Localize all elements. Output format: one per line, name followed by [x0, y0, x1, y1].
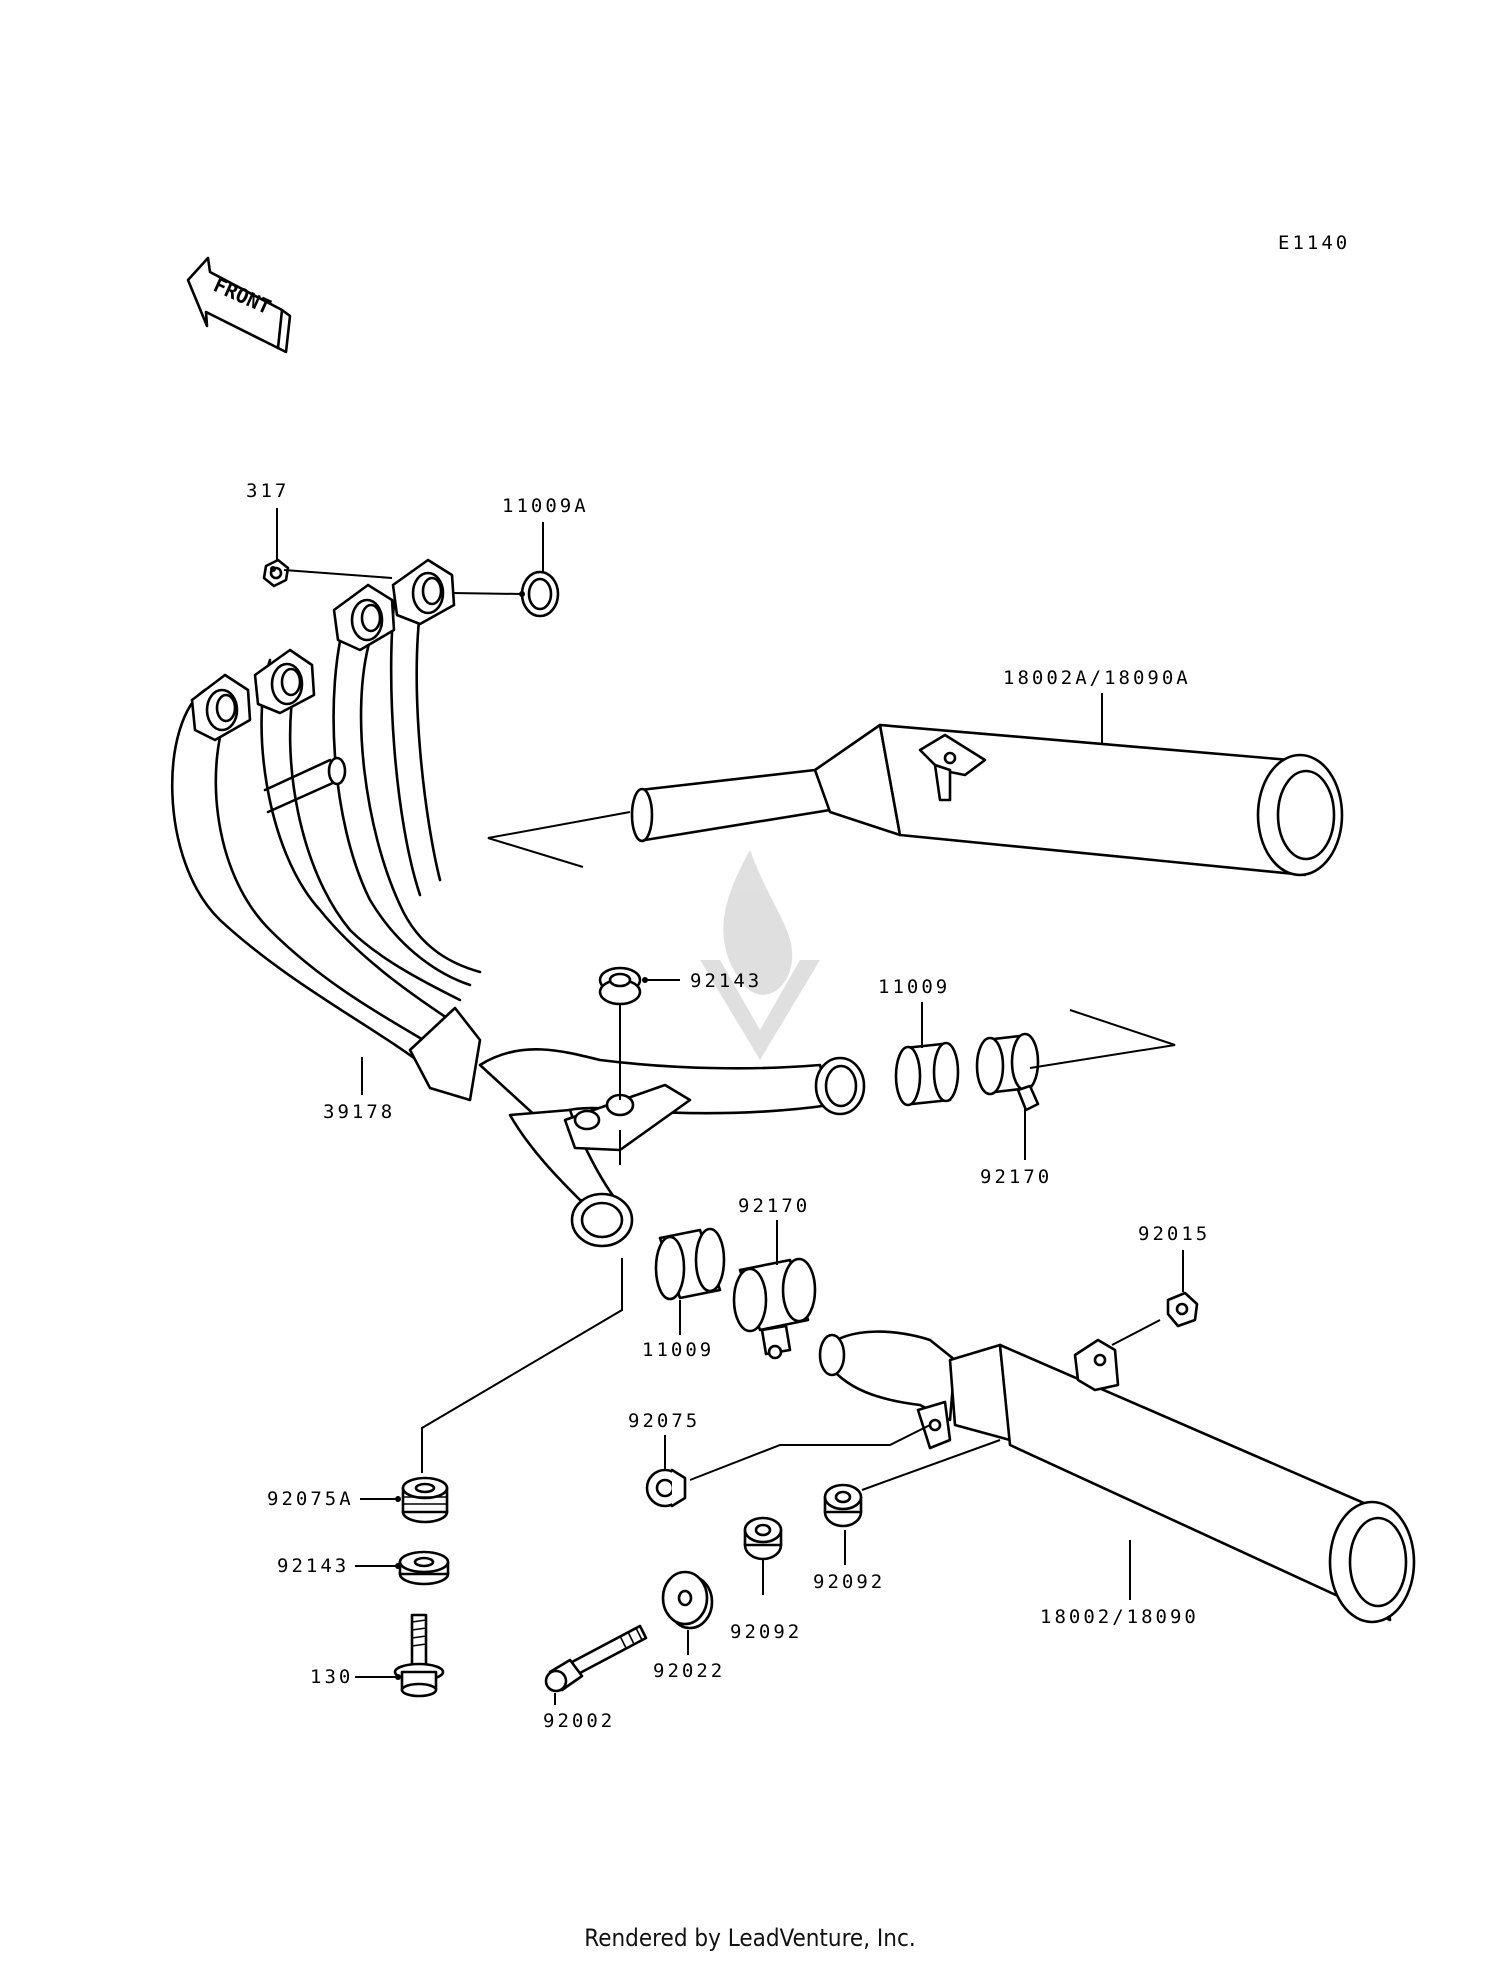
leader-dots [270, 566, 648, 1680]
muffler-lower-18002 [818, 1330, 1416, 1624]
callout-130: 130 [310, 1666, 353, 1688]
bolt-92002 [544, 1624, 648, 1693]
footer-credit: Rendered by LeadVenture, Inc. [584, 1924, 916, 1952]
callout-92015: 92015 [1138, 1223, 1210, 1245]
callout-317: 317 [246, 480, 289, 502]
gasket-11009-upper [894, 1041, 960, 1107]
leader-lines [276, 508, 1184, 1705]
washer-92022 [661, 1570, 714, 1630]
nut-92015 [1166, 1291, 1199, 1328]
grommet-92143-upper [598, 966, 642, 1006]
damper-92075a [401, 1476, 449, 1524]
callout-18002a-18090a: 18002A/18090A [1003, 667, 1191, 689]
clamp-92170-upper [975, 1032, 1040, 1112]
callout-92022: 92022 [653, 1660, 725, 1682]
callout-92075a: 92075A [267, 1488, 354, 1510]
damper-92092-left [743, 1516, 783, 1561]
callout-11009-mid: 11009 [642, 1339, 714, 1361]
bolt-130 [393, 1613, 445, 1698]
diagram-code: E1140 [1278, 232, 1350, 254]
callout-92143-upper: 92143 [690, 970, 762, 992]
callout-92143-lower: 92143 [277, 1555, 349, 1577]
muffler-upper-18002a [630, 723, 1344, 877]
callout-92075: 92075 [628, 1410, 700, 1432]
callout-92092-right: 92092 [813, 1571, 885, 1593]
front-arrow: FRONT [186, 256, 292, 354]
exhaust-header-pipes-39178 [170, 558, 866, 1248]
callout-18002-18090: 18002/18090 [1040, 1606, 1199, 1628]
nut-317 [262, 558, 290, 588]
callout-92170-mid: 92170 [738, 1195, 810, 1217]
gasket-11009-mid [654, 1227, 726, 1301]
callout-92092-left: 92092 [730, 1621, 802, 1643]
collar-92075 [645, 1468, 687, 1508]
callout-92170-right: 92170 [980, 1166, 1052, 1188]
callout-11009a: 11009A [502, 495, 589, 517]
callout-11009-upper: 11009 [878, 976, 950, 998]
callout-39178: 39178 [323, 1101, 395, 1123]
collar-92143-lower [398, 1550, 450, 1586]
gasket-11009a [520, 570, 560, 618]
watermark-logo [700, 850, 820, 1060]
damper-92092-right [823, 1483, 863, 1528]
clamp-92170-mid [732, 1257, 817, 1360]
callout-92002: 92002 [543, 1710, 615, 1732]
